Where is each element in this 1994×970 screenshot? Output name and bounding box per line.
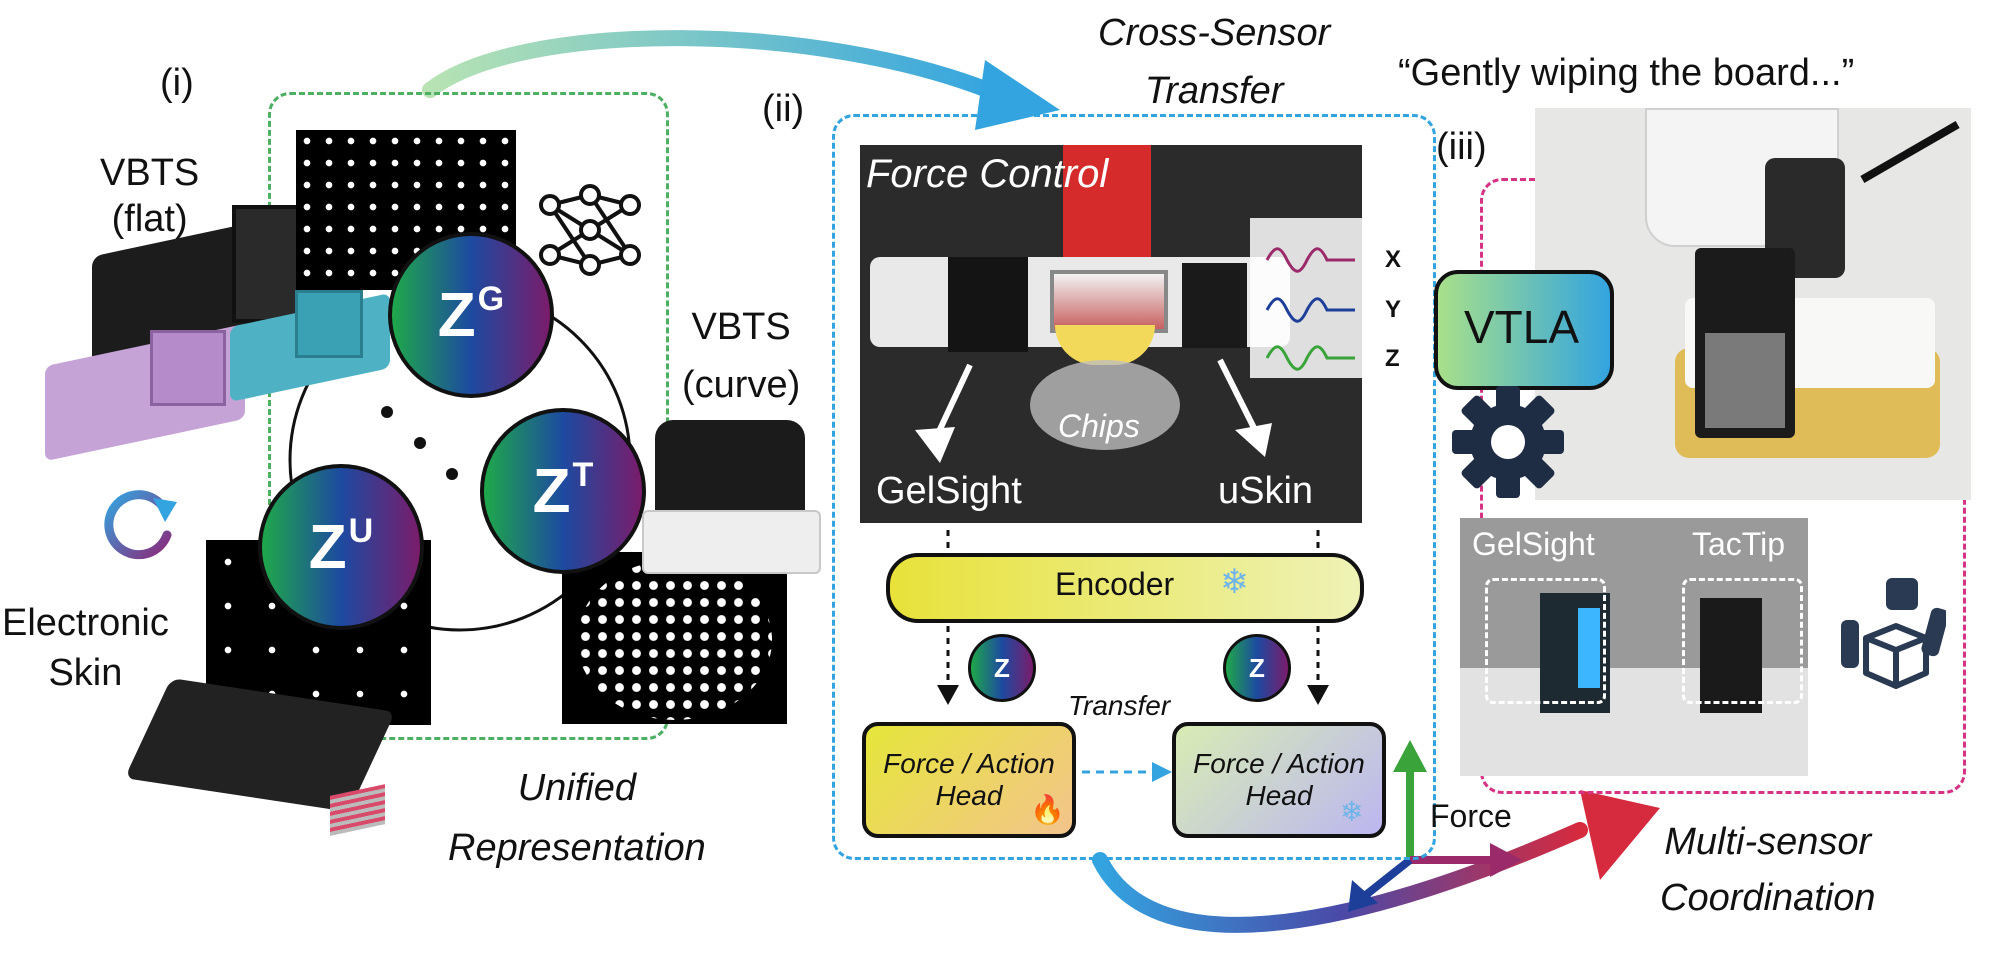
cycle-icon [104,490,177,560]
encoder-block [886,553,1364,623]
instruction-quote: “Gently wiping the board...” [1398,52,1855,94]
gelsight-finger [948,257,1028,352]
latent-z-right: Z [1223,634,1291,702]
encoder-frozen-icon: ❄ [1220,563,1249,601]
gelsight-label: GelSight [876,470,1022,512]
cross-sensor-transfer-title: Cross-Sensor Transfer [1098,12,1331,112]
latent-z-left: Z [968,634,1036,702]
vbts-curve-sensor-base [642,510,821,574]
trainable-fire-icon: 🔥 [1030,794,1065,825]
tactip-marker-image [562,552,787,724]
robot-grasp-icon [1841,578,1946,689]
gear-icon [1452,386,1564,498]
tactip-closeup-box [1682,578,1803,704]
section-ii-tag: (ii) [762,88,805,130]
electronic-skin-label: Electronic Skin [2,602,169,694]
vbts-curve-label: VBTS (curve) [682,306,801,406]
encoder-label: Encoder [1055,566,1175,602]
uskin-finger [1182,263,1247,348]
uskin-label: uSkin [1218,470,1314,512]
transfer-label: Transfer [1068,690,1171,721]
force-label: Force [1430,798,1512,834]
bottom-arrow-head [1580,790,1660,880]
axis-waves-inset [1250,218,1362,378]
vtla-label: VTLA [1464,301,1580,353]
bottom-coordination-arrow [1092,822,1588,933]
top-transfer-arrow [422,30,1008,103]
cable [1860,121,1960,183]
section-iii-tag: (iii) [1436,126,1487,168]
gelsight-closeup-box [1485,578,1606,704]
section-i-tag: (i) [160,62,194,104]
tactip-finger-closeup [1700,598,1762,713]
sensor-closeup-photo [1460,518,1808,776]
round-base [1030,360,1180,450]
unified-representation-caption: Unified Representation [448,767,706,869]
neural-network-icon [539,184,641,276]
axis-x-label: X [1385,246,1402,273]
top-arrow-head [975,60,1060,130]
gripper-sensor-pad [1705,333,1785,428]
vbts-flat-teal-cup [295,290,363,358]
wiping-board-photo [1535,108,1971,500]
red-mount [1063,145,1151,265]
axis-z-label: Z [1385,345,1400,372]
cross-sensor-frame [832,114,1436,860]
axis-y-label: Y [1385,296,1402,323]
tactip-closeup-label: TacTip [1692,526,1786,562]
chips-label: Chips [1058,408,1140,444]
sensor-pointer-arrows [915,358,1272,463]
multi-sensor-caption: Multi-sensor Coordination [1660,821,1876,919]
vbts-flat-purple-cup [150,330,226,406]
frozen-head-icon: ❄ [1340,796,1364,827]
vtla-block [1434,270,1614,390]
unified-representation-frame [268,92,669,740]
force-control-title: Force Control [866,152,1109,196]
gelsight-closeup-label: GelSight [1472,526,1595,562]
vbts-flat-label: VBTS (flat) [100,152,200,240]
axis-waves [1265,247,1355,371]
